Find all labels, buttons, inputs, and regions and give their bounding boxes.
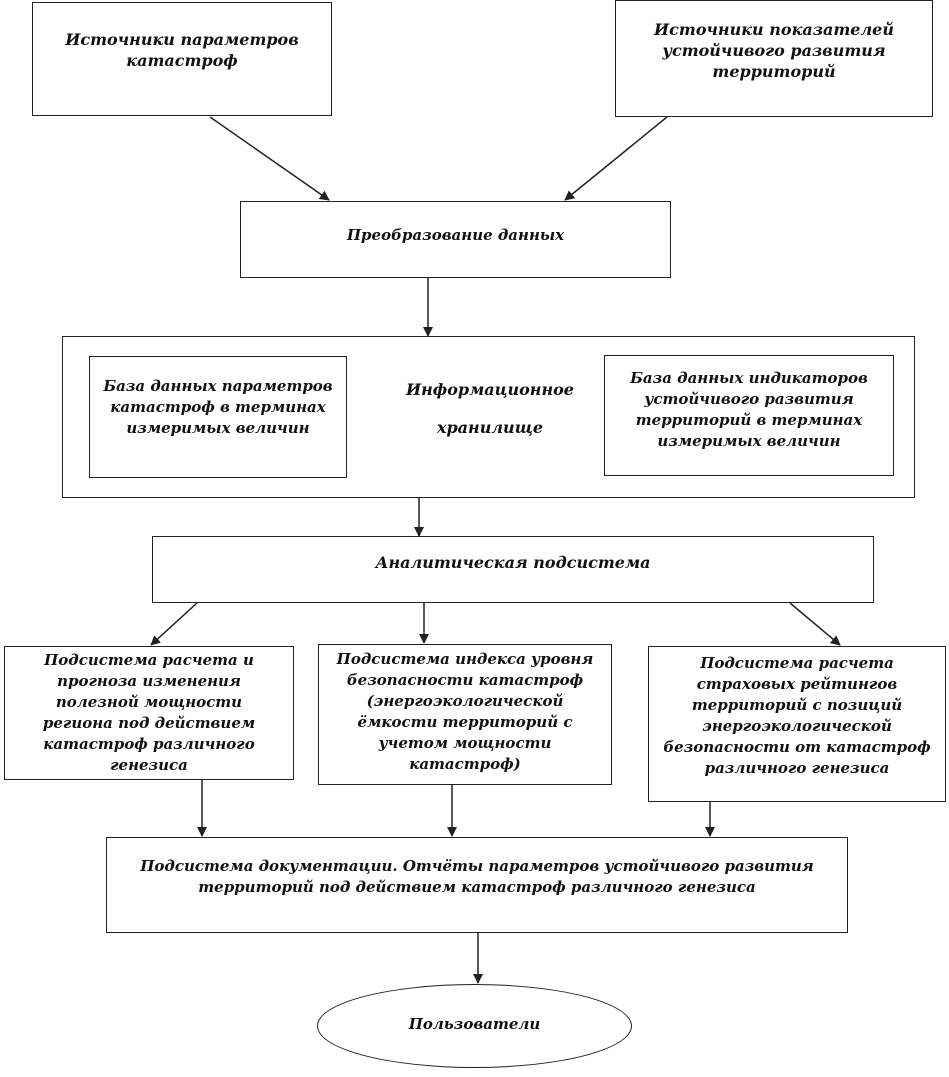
sustainability-sources-box	[615, 0, 933, 117]
users-label: Пользователи	[408, 1014, 541, 1033]
power-forecast-box	[4, 646, 294, 780]
sustainability-db-box	[604, 355, 894, 476]
data-conversion-label: Преобразование данных	[346, 225, 565, 244]
disaster-db-label: База данных параметров катастроф в терми…	[103, 376, 333, 437]
power-forecast-label: Подсистема расчета и прогноза изменения …	[42, 651, 256, 774]
arrow-analytics-to-power-forecast	[150, 602, 198, 646]
sustainability-sources-label: Источники показателей устойчивого развит…	[654, 19, 894, 81]
analytics-box	[152, 536, 874, 603]
insurance-ratings-label: Подсистема расчета страховых рейтингов т…	[663, 654, 931, 777]
arrow-disaster-sources-to-conversion	[209, 116, 330, 201]
info-storage-label: Информационное хранилище	[406, 379, 574, 437]
users-ellipse	[317, 984, 632, 1068]
data-conversion-box	[240, 201, 671, 278]
documentation-box	[106, 837, 848, 933]
safety-index-box	[318, 644, 612, 785]
arrow-analytics-to-insurance	[789, 602, 841, 646]
safety-index-label: Подсистема индекса уровня безопасности к…	[336, 650, 594, 773]
sustainability-db-label: База данных индикаторов устойчивого разв…	[630, 369, 868, 450]
insurance-ratings-box	[648, 646, 946, 802]
disaster-sources-label: Источники параметров катастроф	[65, 30, 299, 70]
analytics-label: Аналитическая подсистема	[375, 552, 651, 572]
documentation-label: Подсистема документации. Отчёты параметр…	[140, 857, 814, 896]
disaster-sources-box	[32, 2, 332, 116]
disaster-db-box	[89, 356, 347, 478]
arrow-sustainability-sources-to-conversion	[564, 116, 668, 201]
